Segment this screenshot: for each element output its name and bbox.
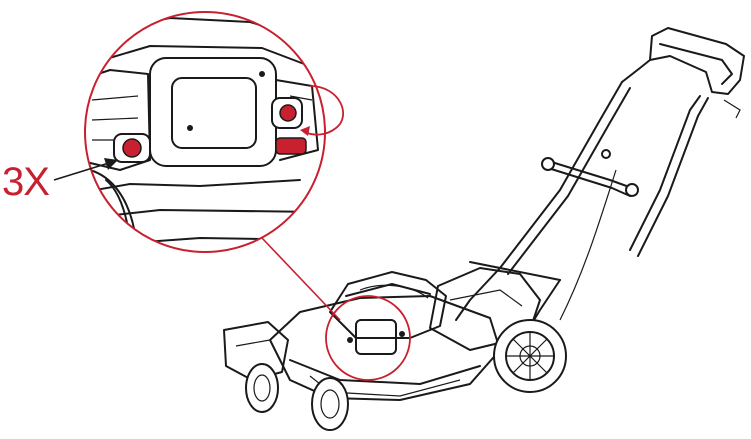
knob-icon	[275, 137, 307, 155]
front-right-wheel	[311, 377, 349, 431]
mower-handle	[429, 27, 745, 351]
magnifier-callout-icon	[84, 11, 326, 253]
small-callout-circle	[325, 295, 411, 381]
label-arrowhead	[104, 158, 118, 170]
rear-wheel	[493, 319, 567, 393]
magnified-detail	[84, 11, 345, 253]
rotate-arrow	[303, 85, 345, 136]
callout-leader-line	[261, 237, 341, 321]
knob-icon	[271, 97, 303, 129]
label-arrow-line	[53, 161, 113, 181]
front-left-wheel	[245, 363, 279, 413]
quantity-label: 3X	[2, 160, 50, 204]
knob-icon	[113, 133, 151, 163]
